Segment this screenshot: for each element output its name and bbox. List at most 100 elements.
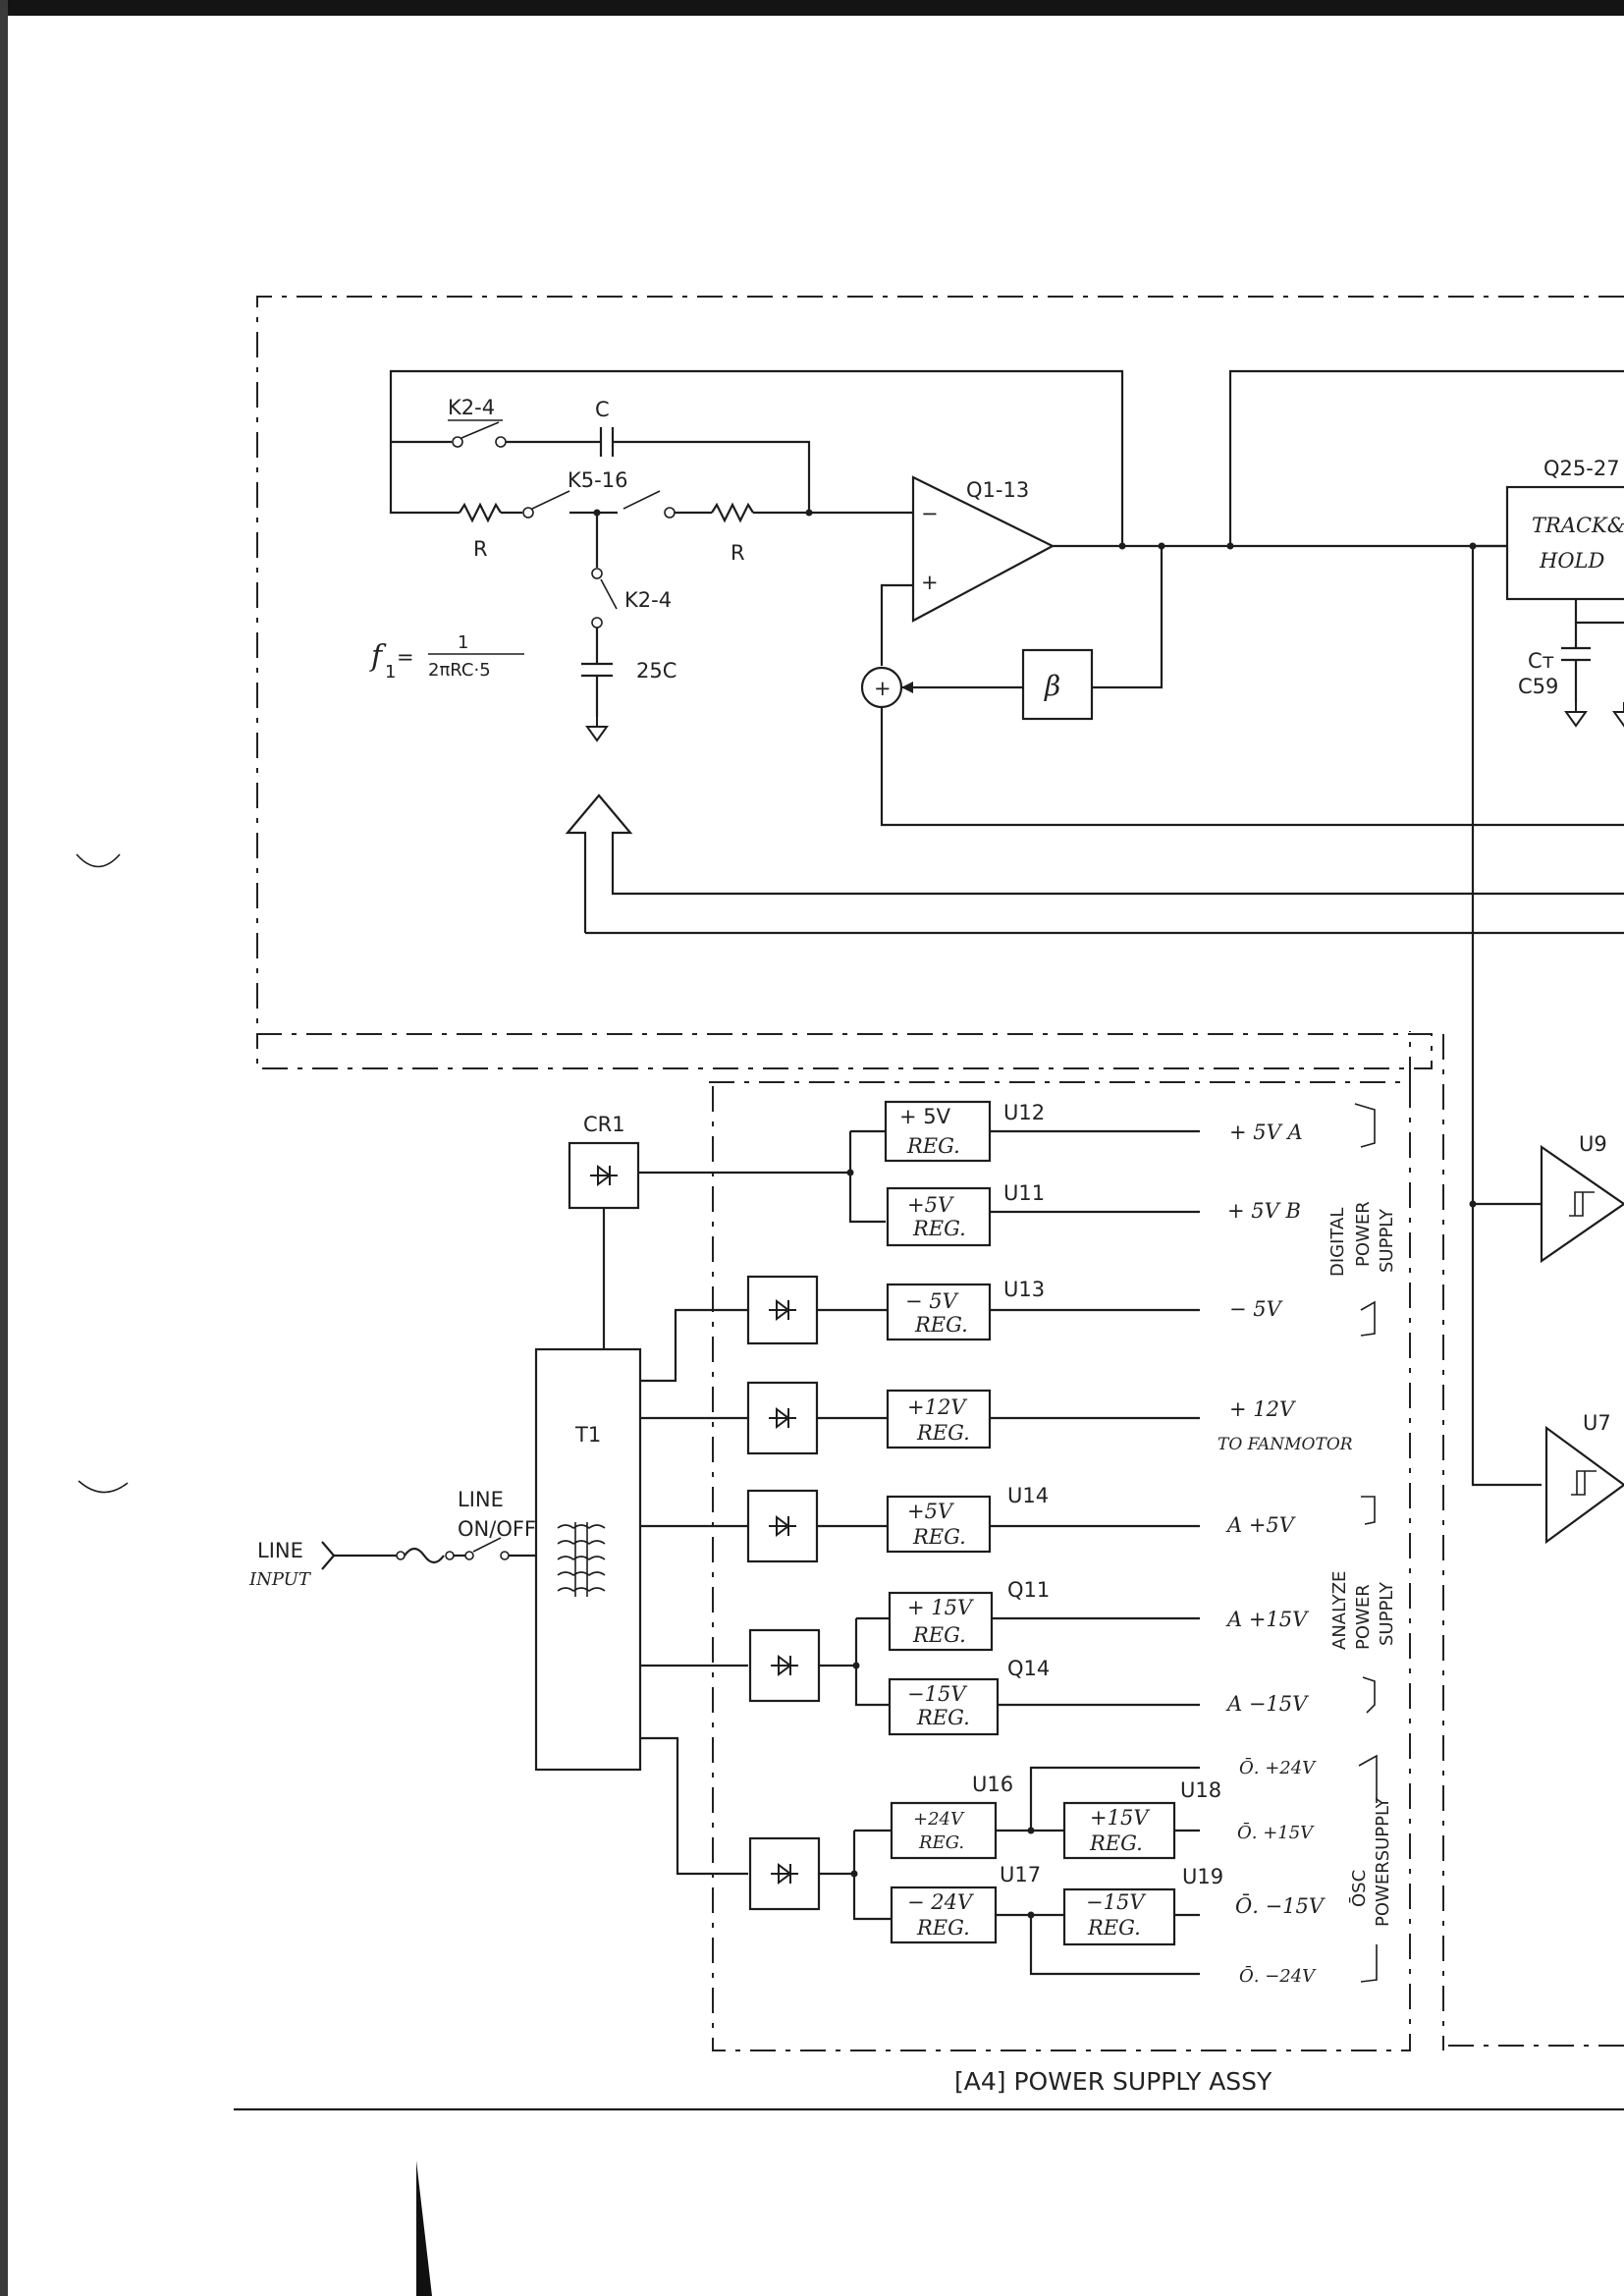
reg-u17 [890, 1886, 998, 1944]
op-amp-minus: − [921, 502, 939, 525]
reg-u18-line1: +15V [1090, 1806, 1150, 1830]
reg-q14-line1: −15V [907, 1682, 967, 1706]
group-digital-1: DIGITAL [1327, 1208, 1348, 1277]
group-analyze-3: SUPPLY [1377, 1581, 1397, 1646]
reg-u14-id: U14 [1007, 1484, 1049, 1507]
reg-u18-id: U18 [1180, 1778, 1221, 1802]
reg-u17-line1: − 24V [907, 1890, 974, 1914]
reg-u14 [886, 1495, 992, 1554]
u7-label: U7 [1583, 1411, 1611, 1435]
k2-4-top-switch [452, 421, 507, 448]
reg-u19-line1: −15V [1086, 1890, 1146, 1914]
reg-q11-id: Q11 [1007, 1578, 1050, 1602]
group-analyze-2: POWER [1353, 1584, 1374, 1650]
reg-q14-id: Q14 [1007, 1657, 1050, 1680]
filter-section [256, 296, 1624, 2048]
track-hold-ref: Q25-27 [1543, 457, 1620, 480]
reg-u13-line1: − 5V [905, 1289, 959, 1313]
group-osc-2: POWERSUPPLY [1373, 1796, 1393, 1927]
ct-label: Cᴛ [1528, 649, 1554, 673]
reg-q11-line1: + 15V [907, 1596, 974, 1619]
out-p12v: + 12V [1229, 1397, 1296, 1421]
resistor-right-label: R [731, 541, 745, 565]
c59-label: C59 [1518, 675, 1558, 698]
reg-u19-line2: REG. [1087, 1916, 1141, 1940]
reg-u19-id: U19 [1182, 1865, 1223, 1888]
reg-12v-line1: +12V [907, 1395, 967, 1419]
reg-q11-line2: REG. [912, 1623, 966, 1647]
track-hold-line1: TRACK& [1532, 514, 1624, 537]
ground-ct [1565, 701, 1587, 727]
bus-arrow [565, 793, 1624, 933]
outer-feedback-wire [389, 369, 1124, 546]
op-amp-q1-13 [911, 475, 1056, 623]
reg-u17-line2: REG. [916, 1916, 970, 1940]
reg-q14 [888, 1677, 1000, 1736]
track-hold-line2: HOLD [1539, 549, 1604, 573]
out-am15v: A −15V [1225, 1692, 1309, 1716]
out-p5va: + 5V A [1229, 1121, 1303, 1144]
reg-u16-line2: REG. [918, 1832, 964, 1853]
u9-label: U9 [1579, 1132, 1607, 1156]
beta-label: β [1044, 670, 1060, 702]
group-digital-3: SUPPLY [1377, 1208, 1397, 1273]
reg-u13 [886, 1283, 992, 1341]
reg-u12-line1: + 5V [899, 1105, 951, 1128]
reg-u16 [890, 1801, 998, 1860]
punch-hole-top [76, 853, 121, 868]
reg-u12-id: U12 [1003, 1101, 1045, 1124]
line-input-label-2: INPUT [248, 1569, 312, 1590]
line-input-label-1: LINE [257, 1539, 303, 1562]
line-switch-label-1: LINE [458, 1488, 504, 1511]
out-om24v: Ō. −24V [1239, 1964, 1317, 1987]
t1-label: T1 [574, 1423, 601, 1447]
track-hold-block [1505, 485, 1624, 601]
scan-top-edge [0, 0, 1624, 16]
filter-labels: K2-4 C K5-16 R R K2-4 25C f 1 = 1 2πRC·5… [369, 396, 1624, 1435]
reg-u11 [886, 1186, 992, 1247]
reg-u11-id: U11 [1003, 1181, 1045, 1205]
k5-16-label: K5-16 [568, 468, 627, 492]
summer-plus: + [874, 677, 892, 700]
scan-left-mark [416, 2160, 432, 2296]
beta-block [1021, 648, 1094, 721]
out-om15v: Ō. −15V [1235, 1893, 1326, 1918]
reg-u11-line2: REG. [912, 1217, 966, 1240]
out-m5v: − 5V [1229, 1297, 1283, 1321]
line-input-connector [321, 1541, 336, 1570]
t1-windings [557, 1524, 606, 1592]
reg-u19 [1062, 1887, 1176, 1946]
out-p5vb: + 5V B [1227, 1199, 1301, 1223]
out-op15v: Ō. +15V [1237, 1821, 1315, 1843]
reg-u13-line2: REG. [914, 1313, 968, 1337]
capacitor-25c [581, 662, 613, 678]
reg-q11 [888, 1591, 994, 1652]
resistor-right [711, 502, 754, 523]
group-osc-1: ŌSC [1348, 1870, 1370, 1907]
k2-4-mid-label: K2-4 [624, 588, 672, 612]
cap-c-label: C [595, 398, 610, 421]
formula-numerator: 1 [458, 632, 468, 653]
reg-q14-line2: REG. [916, 1706, 970, 1729]
formula-sub: 1 [385, 662, 396, 683]
power-supply-border [709, 1081, 1411, 2051]
power-supply-labels: CR1 T1 LINE INPUT LINE ON/OFF + 5V REG. … [248, 1101, 1397, 2096]
reg-u12-line2: REG. [906, 1134, 960, 1158]
fuse [404, 1547, 445, 1564]
op-amp-plus: + [921, 571, 939, 594]
punch-hole-bottom [78, 1480, 129, 1494]
out-fan: TO FANMOTOR [1218, 1435, 1353, 1454]
reg-u16-id: U16 [972, 1773, 1013, 1796]
scan-left-edge [0, 0, 8, 2296]
out-ap5v: A +5V [1225, 1513, 1296, 1537]
capacitor-c [599, 427, 615, 457]
op-amp-label: Q1-13 [966, 478, 1029, 502]
resistor-left-label: R [473, 537, 488, 561]
reg-u12 [884, 1100, 992, 1163]
resistor-left [459, 502, 502, 523]
reg-u16-line1: +24V [913, 1809, 965, 1830]
ground-right [1613, 701, 1624, 727]
reg-u13-id: U13 [1003, 1278, 1045, 1301]
out-op24v: Ō. +24V [1239, 1756, 1317, 1778]
